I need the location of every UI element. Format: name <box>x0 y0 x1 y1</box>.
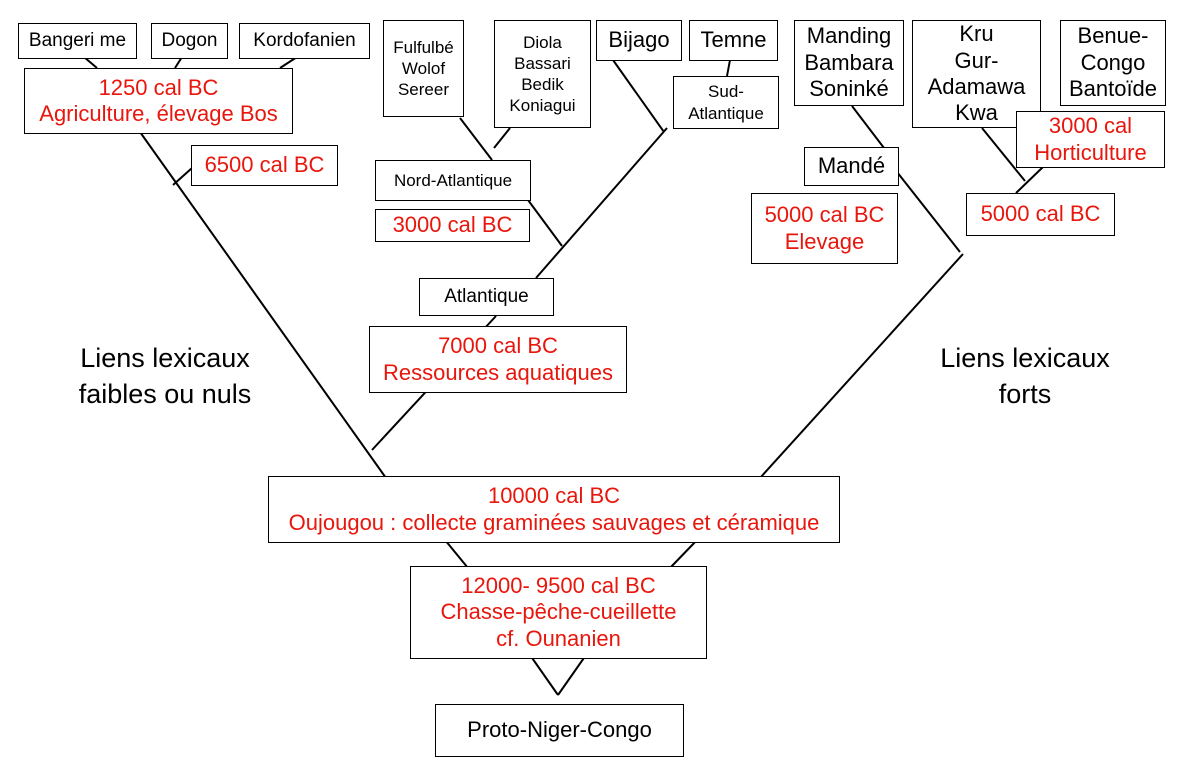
node-temne: Temne <box>689 20 778 61</box>
date-7000-ressources-aquatiques: 7000 cal BC Ressources aquatiques <box>369 326 627 393</box>
node-sud-atlantique: Sud- Atlantique <box>673 76 779 129</box>
date-1250-agriculture: 1250 cal BC Agriculture, élevage Bos <box>24 68 293 134</box>
node-proto-niger-congo: Proto-Niger-Congo <box>435 704 684 757</box>
node-benue-congo-bantoide: Benue- Congo Bantoïde <box>1060 20 1166 106</box>
date-5000-elevage: 5000 cal BC Elevage <box>751 193 898 264</box>
edge-na-to-split <box>527 199 563 247</box>
edge-left-trunk <box>139 131 387 479</box>
node-manding-bambara-soninke: Manding Bambara Soninké <box>794 20 904 106</box>
edge-proto-right <box>557 654 587 696</box>
edge-split-left <box>444 539 469 569</box>
node-bijago: Bijago <box>596 20 682 61</box>
node-nord-atlantique: Nord-Atlantique <box>375 160 531 201</box>
node-kordofanien: Kordofanien <box>239 23 370 59</box>
node-fulfulbe-wolof-sereer: Fulfulbé Wolof Sereer <box>383 20 464 117</box>
edge-atl-up <box>535 127 668 279</box>
edge-left-tick <box>172 167 193 186</box>
node-diola-bassari-bedik-koniagui: Diola Bassari Bedik Koniagui <box>494 20 591 128</box>
edge-temne <box>726 59 731 77</box>
edge-proto-left <box>529 654 559 696</box>
edge-kru <box>981 127 1026 182</box>
edge-fulfulbe <box>459 117 493 161</box>
node-atlantique: Atlantique <box>419 278 554 316</box>
date-12000-9500-chasse-peche: 12000- 9500 cal BC Chasse-pêche-cueillet… <box>410 566 707 659</box>
date-3000-nord-atlantique: 3000 cal BC <box>375 209 530 242</box>
edge-bijago <box>612 59 665 133</box>
edge-split-right <box>669 539 698 569</box>
node-dogon: Dogon <box>151 23 228 59</box>
node-kru-gur-adamawa-kwa: Kru Gur- Adamawa Kwa <box>912 20 1041 128</box>
date-3000-horticulture: 3000 cal Horticulture <box>1016 111 1165 168</box>
date-6500: 6500 cal BC <box>191 145 338 186</box>
label-weak-lexical-links: Liens lexicaux faibles ou nuls <box>78 343 252 409</box>
edge-right-trunk <box>759 253 964 479</box>
date-5000: 5000 cal BC <box>966 193 1115 236</box>
edge-manding <box>851 105 885 149</box>
date-10000-oujougou: 10000 cal BC Oujougou : collecte graminé… <box>268 476 840 543</box>
edge-mande <box>896 171 961 253</box>
edge-5000-up <box>1015 165 1045 194</box>
edge-diola <box>493 127 511 149</box>
node-mande: Mandé <box>804 147 899 186</box>
node-bangeri-me: Bangeri me <box>18 23 137 59</box>
label-strong-lexical-links: Liens lexicaux forts <box>940 343 1110 409</box>
